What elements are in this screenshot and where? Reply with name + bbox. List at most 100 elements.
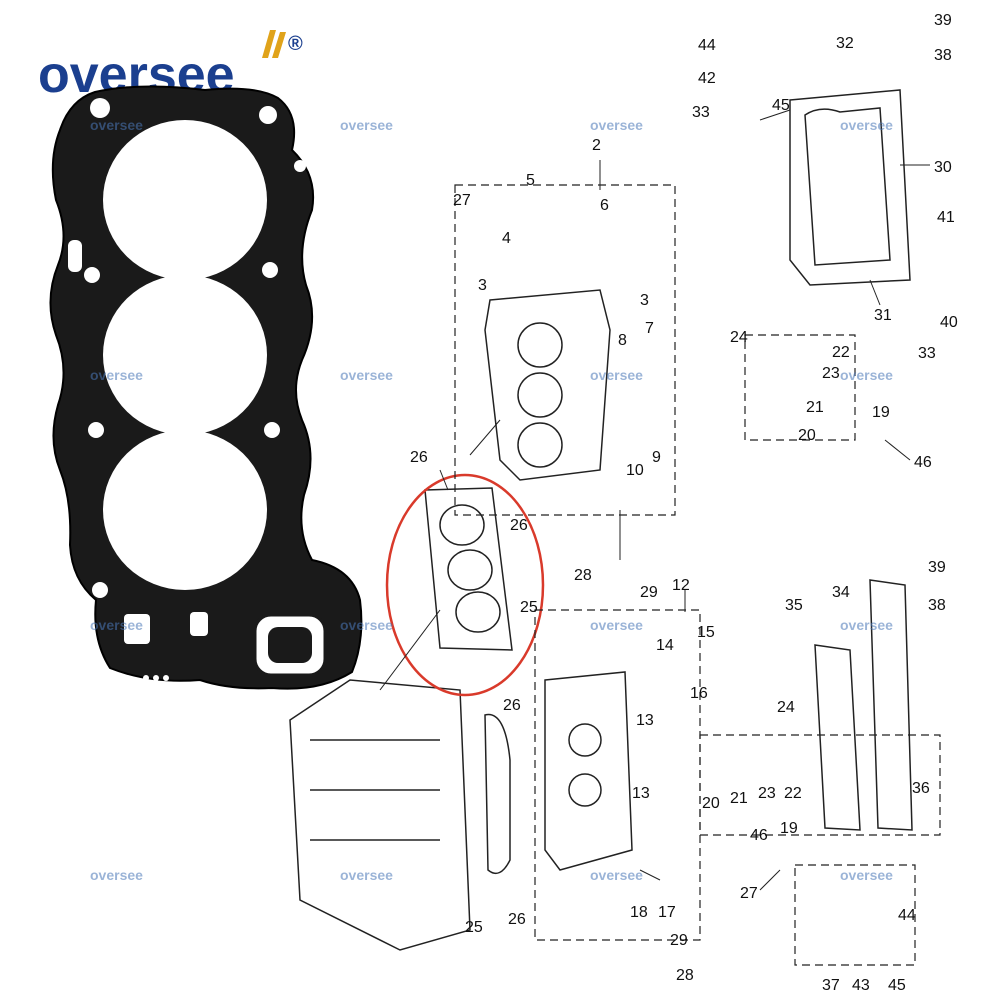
callout-20: 20 xyxy=(702,795,720,812)
highlighted-head-gasket xyxy=(385,473,545,697)
callout-3: 3 xyxy=(640,292,649,309)
head-gasket-photo xyxy=(49,85,363,690)
callout-26: 26 xyxy=(410,449,428,466)
callout-40: 40 xyxy=(940,314,958,331)
registered-mark: ® xyxy=(288,33,303,55)
callout-6: 6 xyxy=(600,197,609,214)
callout-29: 29 xyxy=(670,932,688,949)
watermark-text: oversee xyxy=(340,867,393,883)
callout-42: 42 xyxy=(698,70,716,87)
callout-39: 39 xyxy=(928,559,946,576)
watermarks: oversee oversee oversee oversee oversee … xyxy=(90,117,893,883)
callout-19: 19 xyxy=(872,404,890,421)
leader-lines xyxy=(379,109,930,891)
callout-28: 28 xyxy=(574,567,592,584)
callout-36: 36 xyxy=(912,780,930,797)
callout-25: 25 xyxy=(520,599,538,616)
callout-14: 14 xyxy=(656,637,674,654)
watermark-text: oversee xyxy=(340,117,393,133)
callout-13: 13 xyxy=(632,785,650,802)
callout-38: 38 xyxy=(928,597,946,614)
callout-15: 15 xyxy=(697,624,715,641)
watermark-text: oversee xyxy=(90,367,143,383)
callout-22: 22 xyxy=(784,785,802,802)
callout-24: 24 xyxy=(777,699,795,716)
callout-38: 38 xyxy=(934,47,952,64)
callout-23: 23 xyxy=(822,365,840,382)
callout-26: 26 xyxy=(503,697,521,714)
callout-23: 23 xyxy=(758,785,776,802)
cylinder-bore-1 xyxy=(103,120,267,280)
watermark-text: oversee xyxy=(90,617,143,633)
callout-2: 2 xyxy=(592,137,601,154)
callout-16: 16 xyxy=(690,685,708,702)
watermark-text: oversee xyxy=(840,867,893,883)
callout-7: 7 xyxy=(645,320,654,337)
callout-26: 26 xyxy=(510,517,528,534)
callout-31: 31 xyxy=(874,307,892,324)
callout-29: 29 xyxy=(640,584,658,601)
red-highlight-circle xyxy=(385,473,545,697)
callout-22: 22 xyxy=(832,344,850,361)
callout-39: 39 xyxy=(934,12,952,29)
callout-37: 37 xyxy=(822,977,840,994)
group-12-frame xyxy=(534,609,701,941)
callout-44: 44 xyxy=(698,37,716,54)
watermark-text: oversee xyxy=(590,867,643,883)
head-cover-lower xyxy=(814,579,913,831)
callout-28: 28 xyxy=(676,967,694,984)
watermark-text: oversee xyxy=(840,617,893,633)
cylinder-head-upper xyxy=(484,289,611,481)
callout-21: 21 xyxy=(806,399,824,416)
watermark-text: oversee xyxy=(840,117,893,133)
callout-9: 9 xyxy=(652,449,661,466)
part-callouts: 2 3 3 4 5 6 7 8 9 10 12 13 13 14 15 16 1… xyxy=(410,12,958,994)
callout-21: 21 xyxy=(730,790,748,807)
callout-46: 46 xyxy=(750,827,768,844)
callout-26: 26 xyxy=(508,911,526,928)
gasket-lower xyxy=(484,713,511,875)
cylinder-head-cover-upper xyxy=(789,89,911,286)
callout-45: 45 xyxy=(772,97,790,114)
callout-33: 33 xyxy=(692,104,710,121)
watermark-text: oversee xyxy=(90,867,143,883)
watermark-text: oversee xyxy=(590,367,643,383)
callout-18: 18 xyxy=(630,904,648,921)
callout-24: 24 xyxy=(730,329,748,346)
watermark-text: oversee xyxy=(90,117,143,133)
cylinder-block-lower xyxy=(289,679,471,951)
callout-20: 20 xyxy=(798,427,816,444)
watermark-text: oversee xyxy=(590,617,643,633)
group-2-frame xyxy=(454,184,676,516)
group-44-frame xyxy=(794,864,916,966)
watermark-text: oversee xyxy=(590,117,643,133)
group-19-upper-frame xyxy=(744,334,856,441)
callout-4: 4 xyxy=(502,230,511,247)
callout-17: 17 xyxy=(658,904,676,921)
callout-43: 43 xyxy=(852,977,870,994)
callout-5: 5 xyxy=(526,172,535,189)
callout-35: 35 xyxy=(785,597,803,614)
callout-12: 12 xyxy=(672,577,690,594)
callout-25: 25 xyxy=(465,919,483,936)
callout-19: 19 xyxy=(780,820,798,837)
callout-41: 41 xyxy=(937,209,955,226)
callout-44: 44 xyxy=(898,907,916,924)
watermark-text: oversee xyxy=(840,367,893,383)
callout-10: 10 xyxy=(626,462,644,479)
callout-34: 34 xyxy=(832,584,850,601)
callout-32: 32 xyxy=(836,35,854,52)
callout-45: 45 xyxy=(888,977,906,994)
callout-27: 27 xyxy=(740,885,758,902)
callout-13: 13 xyxy=(636,712,654,729)
callout-46: 46 xyxy=(914,454,932,471)
callout-27: 27 xyxy=(453,192,471,209)
watermark-text: oversee xyxy=(340,367,393,383)
callout-8: 8 xyxy=(618,332,627,349)
cylinder-bore-2 xyxy=(103,275,267,435)
logo-flame-icon xyxy=(262,30,286,58)
cylinder-bore-3 xyxy=(103,430,267,590)
callout-3: 3 xyxy=(478,277,487,294)
watermark-text: oversee xyxy=(340,617,393,633)
